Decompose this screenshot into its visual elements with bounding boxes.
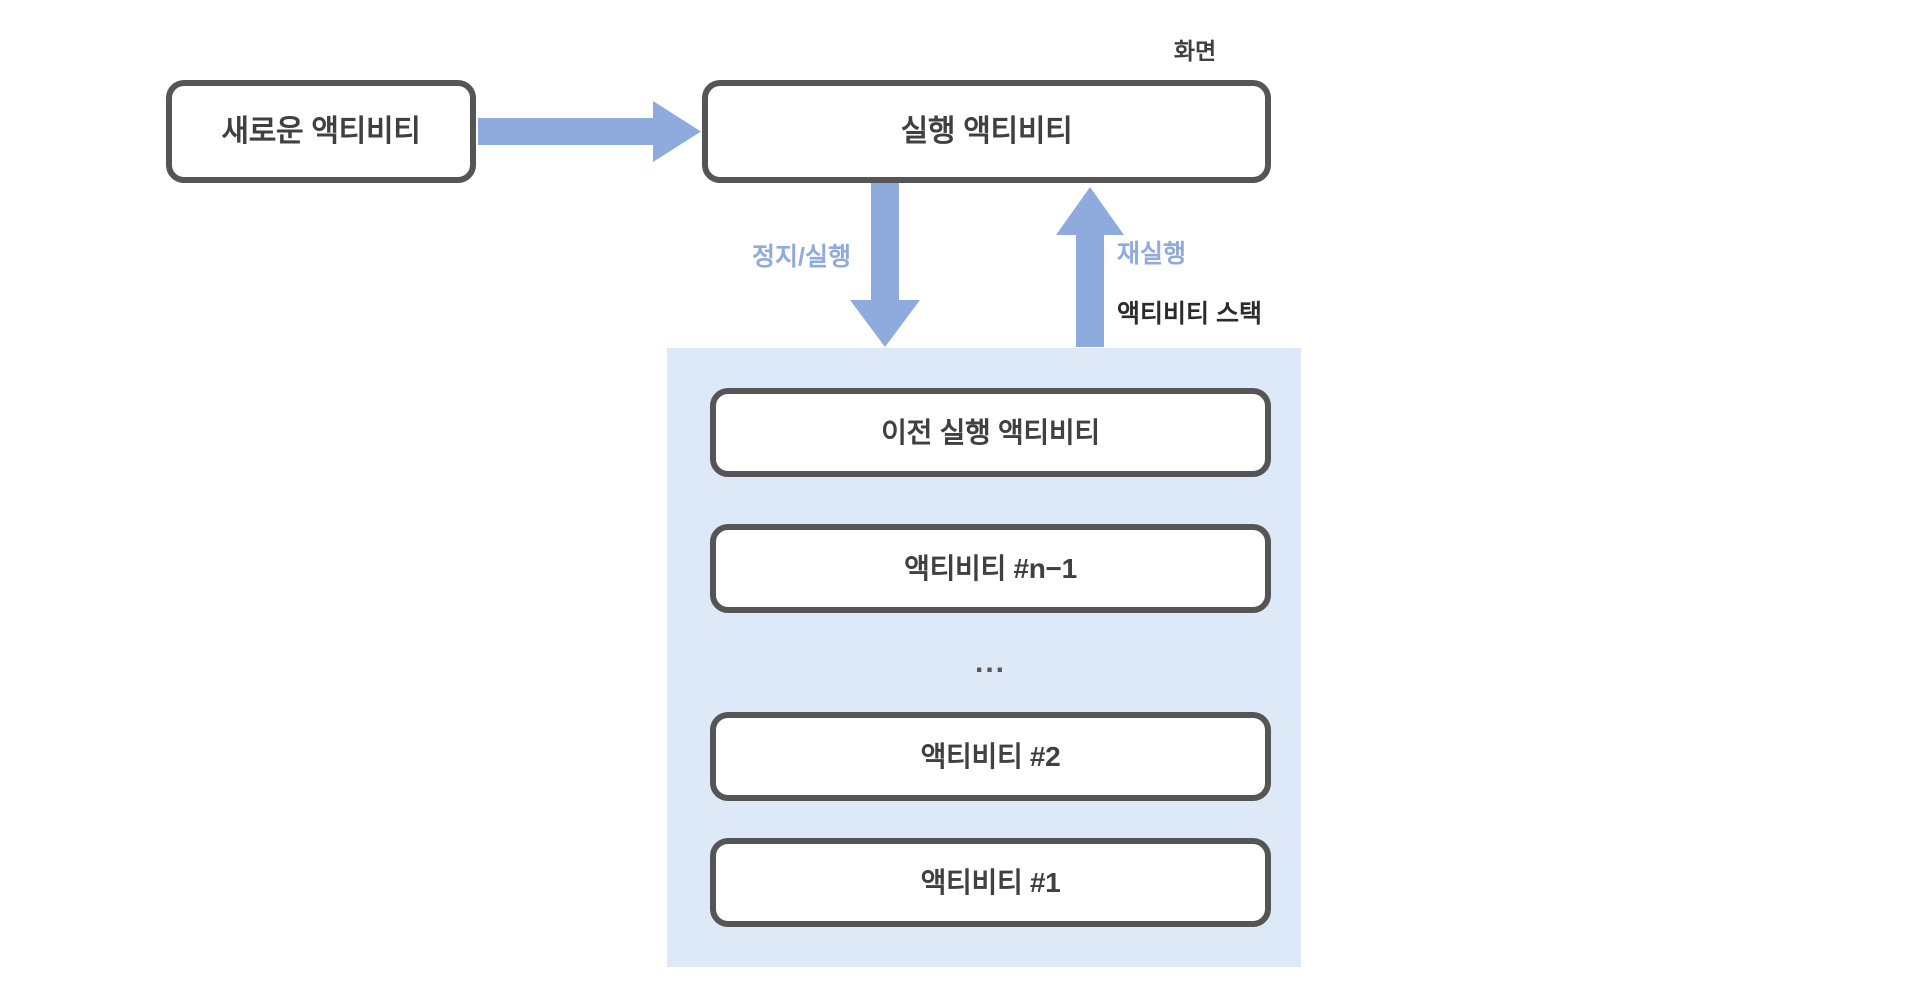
node-running-activity[interactable]: 실행 액티비티 [702,80,1271,183]
node-running-activity-label: 실행 액티비티 [900,114,1073,148]
arrow-label-pause-stop: 정지/실행 [752,243,851,271]
stack-item-label: 액티비티 #n−1 [904,552,1077,584]
stack-item-previous-activity[interactable]: 이전 실행 액티비티 [710,388,1271,477]
stack-item-activity-2[interactable]: 액티비티 #2 [710,712,1271,801]
activity-stack-caption: 액티비티 스택 [1117,300,1262,328]
node-new-activity-label: 새로운 액티비티 [221,114,421,148]
arrow-new-to-running-icon [478,101,701,162]
arrow-label-resume: 재실행 [1117,240,1187,268]
stack-item-activity-n-minus-1[interactable]: 액티비티 #n−1 [710,524,1271,613]
stack-item-label: 액티비티 #2 [920,740,1061,772]
stack-item-activity-1[interactable]: 액티비티 #1 [710,838,1271,927]
stack-item-label: 이전 실행 액티비티 [881,416,1100,448]
node-new-activity[interactable]: 새로운 액티비티 [166,80,476,183]
arrow-pause-stop-icon [850,183,920,347]
stack-ellipsis: ... [974,646,1006,679]
arrow-resume-icon [1056,187,1124,347]
screen-caption-label: 화면 [1173,38,1217,64]
stack-item-label: 액티비티 #1 [920,866,1061,898]
